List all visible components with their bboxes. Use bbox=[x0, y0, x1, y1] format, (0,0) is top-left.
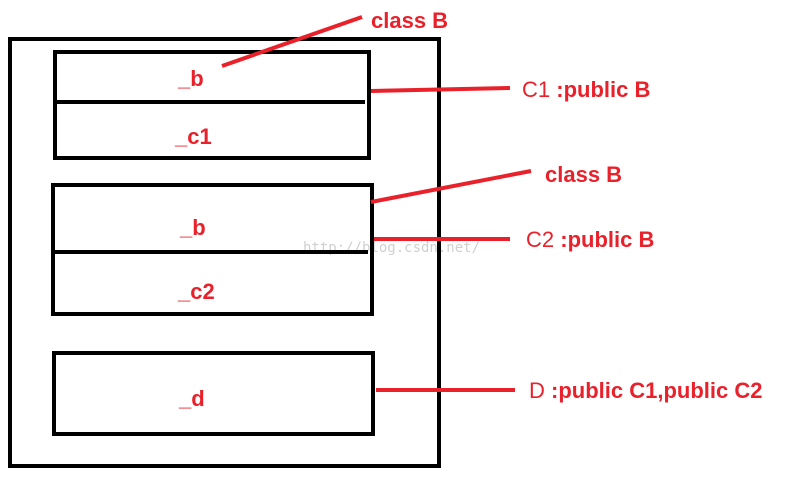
c1-subobject-box bbox=[53, 50, 371, 160]
c1-label: C1 :public B bbox=[522, 77, 650, 103]
d-label-prefix: D bbox=[529, 378, 545, 403]
class-b-2-connector bbox=[370, 169, 532, 204]
d-label: D :public C1,public C2 bbox=[529, 378, 762, 404]
c1-divider bbox=[57, 100, 365, 104]
d-field-d: _d bbox=[179, 386, 205, 411]
c2-label-prefix: C2 bbox=[526, 227, 555, 252]
c1-field-c1: _c1 bbox=[175, 124, 212, 149]
c2-field-c2: _c2 bbox=[178, 279, 215, 304]
d-member-box bbox=[52, 351, 375, 436]
d-label-text: :public C1,public C2 bbox=[551, 378, 763, 403]
c1-field-b: _b bbox=[178, 66, 204, 91]
c2-subobject-box bbox=[51, 183, 374, 316]
c2-label-text: :public B bbox=[560, 227, 655, 252]
d-object-outline bbox=[8, 37, 441, 468]
class-b-label-2: class B bbox=[545, 162, 623, 187]
c1-label-prefix: C1 bbox=[522, 77, 551, 102]
c2-field-b: _b bbox=[180, 215, 206, 240]
c1-connector bbox=[370, 86, 511, 93]
class-b-label-1: class B bbox=[371, 8, 449, 33]
class-b-1-connector bbox=[221, 15, 363, 68]
c1-label-text: :public B bbox=[556, 77, 651, 102]
c2-label: C2 :public B bbox=[526, 227, 654, 253]
c2-divider bbox=[55, 250, 368, 254]
